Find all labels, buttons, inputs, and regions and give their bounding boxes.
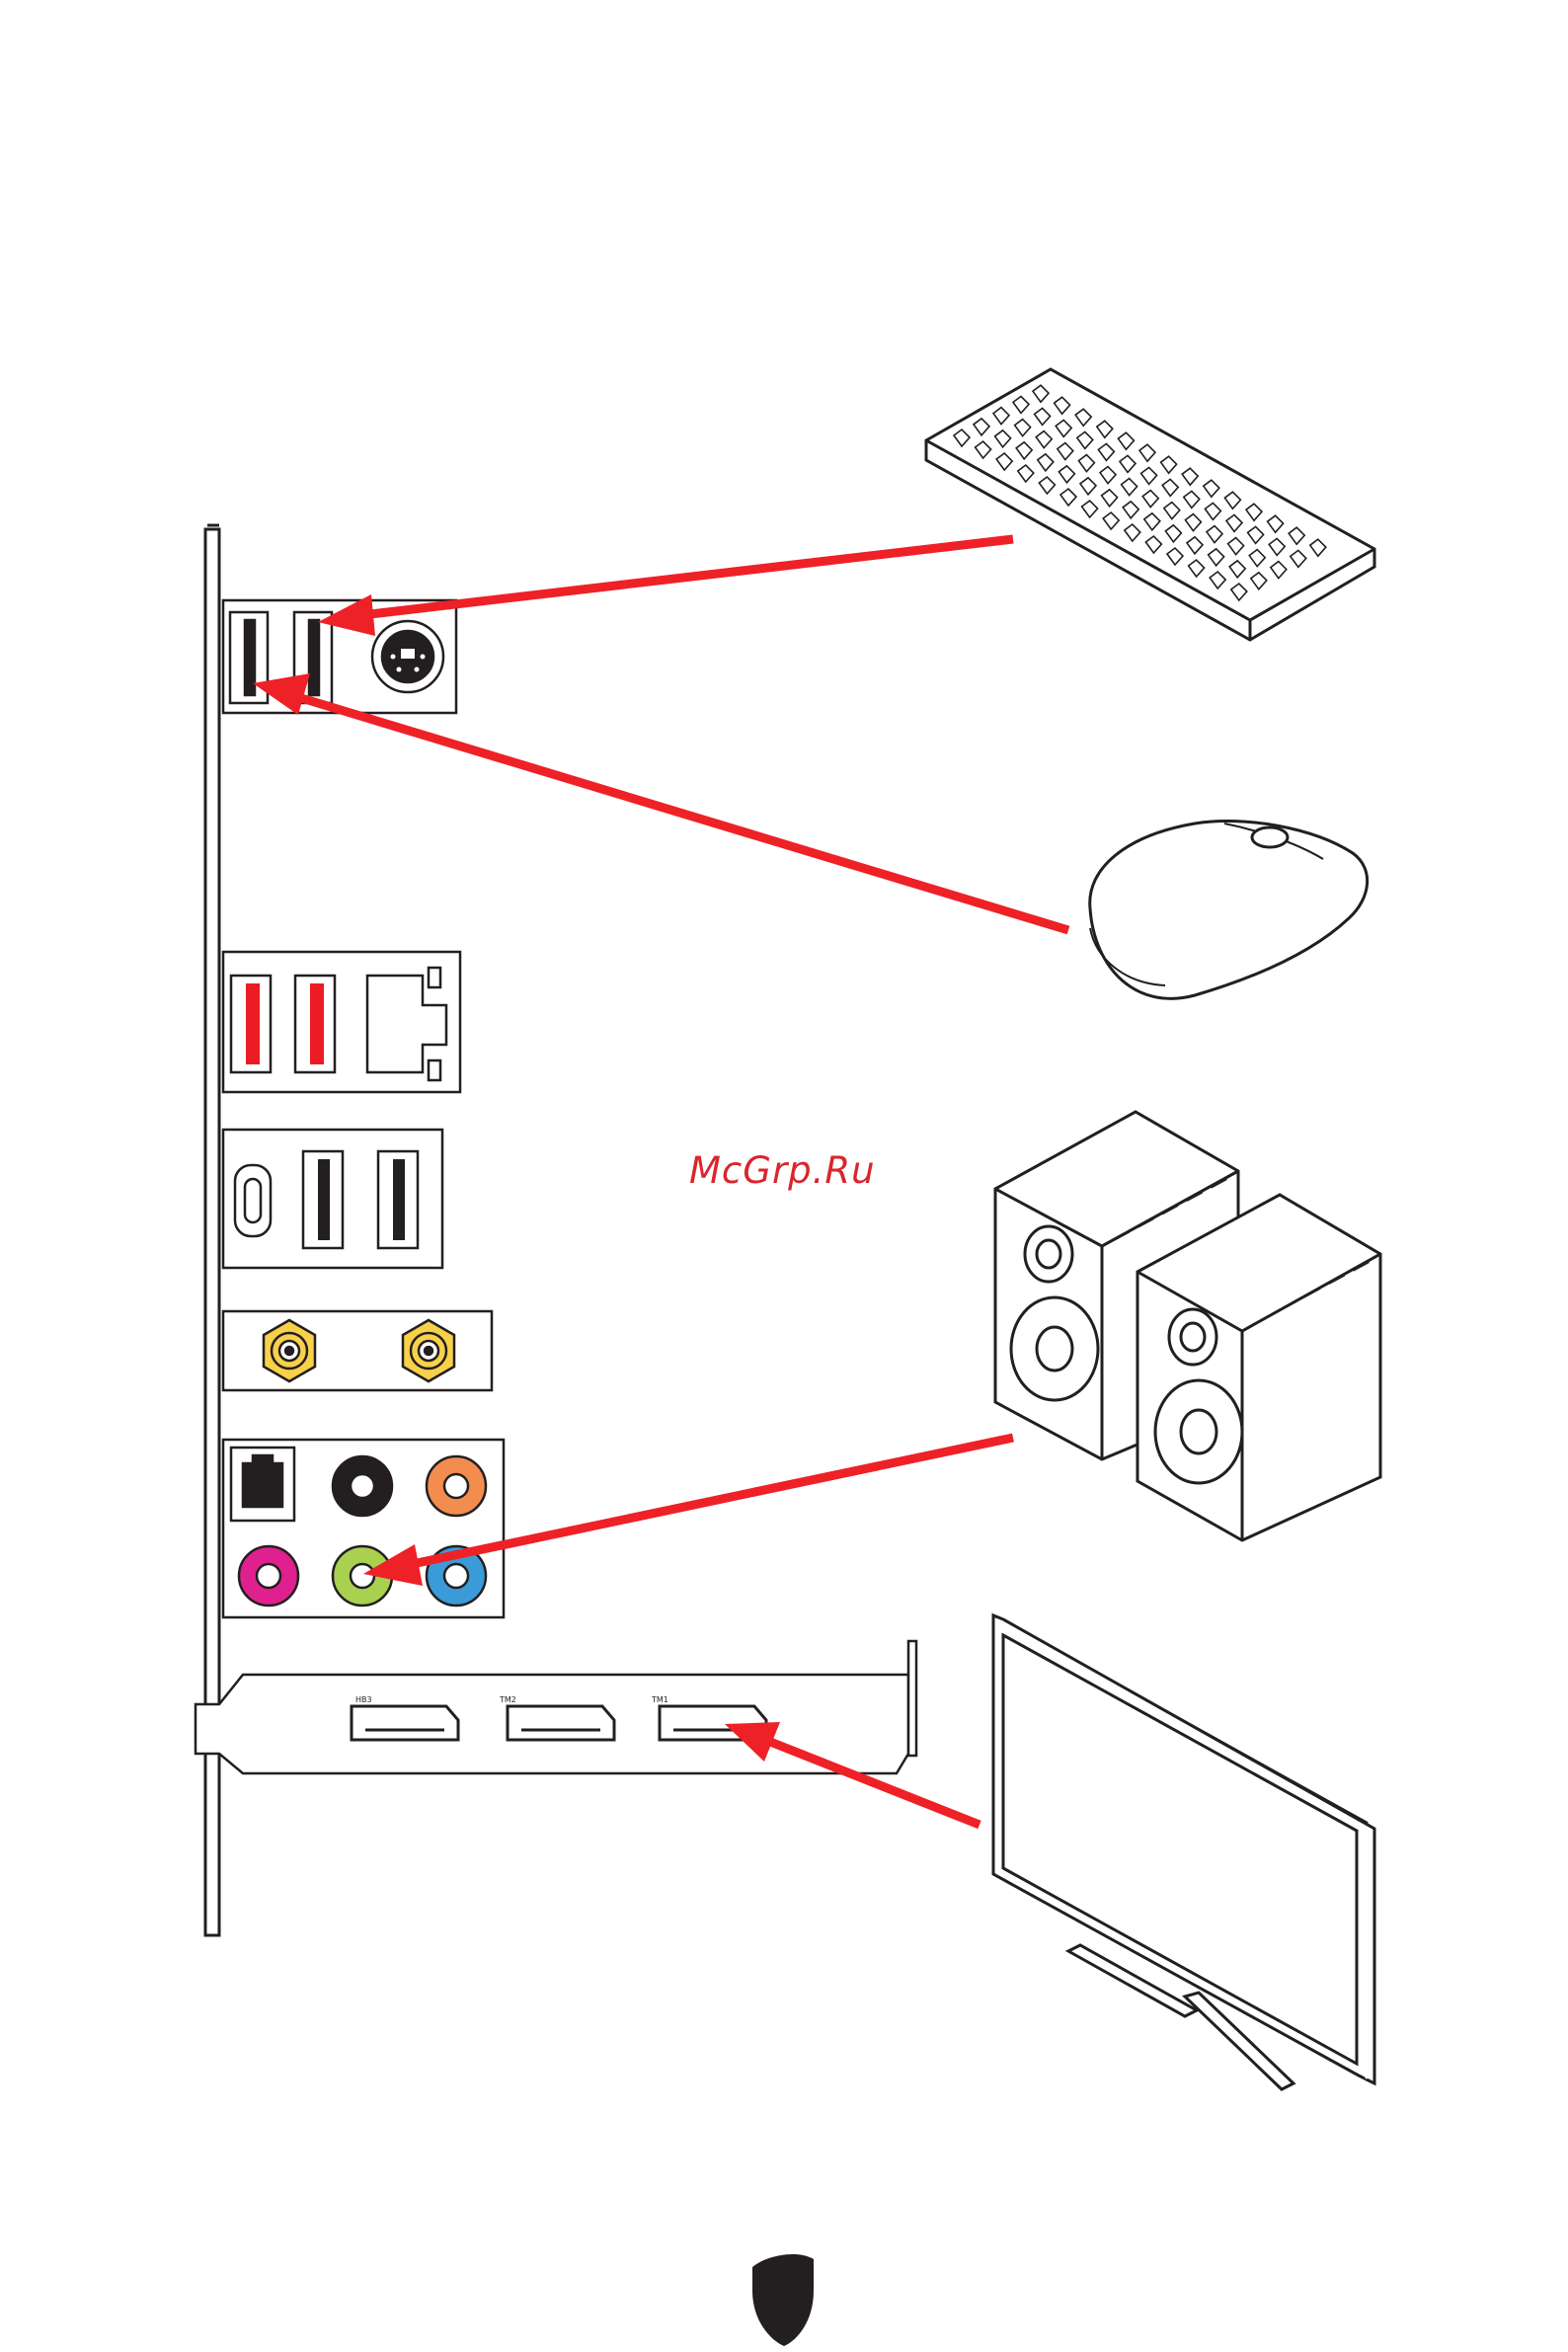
hdmi-port-3[interactable] [352, 1706, 458, 1740]
audio-jack-orange[interactable] [427, 1456, 486, 1516]
hdmi-label-3: HB3 [355, 1695, 372, 1704]
speakers-icon [995, 1112, 1380, 1540]
antenna-block [223, 1311, 492, 1390]
hdmi-label-2: TM2 [499, 1695, 516, 1704]
antenna-connector-1[interactable] [264, 1320, 315, 1381]
monitor-icon [993, 1615, 1374, 2089]
keyboard-icon [926, 369, 1374, 640]
audio-jack-pink[interactable] [239, 1546, 298, 1606]
audio-jack-black[interactable] [333, 1456, 392, 1516]
shield-logo-icon [752, 2254, 814, 2346]
audio-block [223, 1440, 504, 1617]
hdmi-label-1: TM1 [651, 1695, 668, 1704]
mouse-icon [1090, 822, 1368, 999]
antenna-connector-2[interactable] [403, 1320, 454, 1381]
usb-lan-block [223, 952, 460, 1092]
hdmi-port-2[interactable] [508, 1706, 614, 1740]
watermark: McGrp.Ru [689, 1149, 876, 1192]
usb-c-block [223, 1130, 442, 1268]
